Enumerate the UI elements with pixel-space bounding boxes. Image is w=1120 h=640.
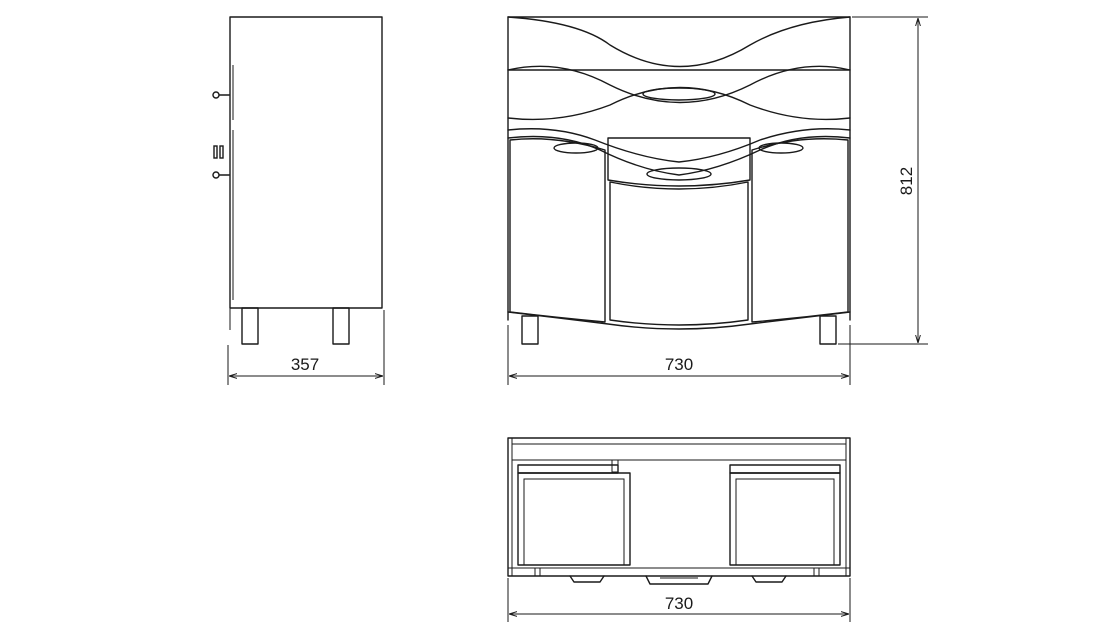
door-left [509,138,606,323]
front-leg-right [819,315,837,345]
top-handle-right [751,575,787,583]
dimension-front-height: 812 [838,16,928,345]
right-box-inner [735,478,835,566]
wave-top-1 [507,65,851,104]
top-outline [507,437,851,577]
dimension-front-width: 730 [507,325,851,385]
side-leg-front [241,307,259,345]
left-box-inner [523,478,625,566]
left-box-lid [517,464,619,474]
front-bottom-curve [507,311,851,330]
drawer-handle-center [646,167,712,181]
basin-curve [507,16,851,68]
side-depth-label: 357 [291,355,319,374]
drawer-handle-top [642,87,716,101]
right-box-outer [729,472,841,566]
door-right [751,138,849,323]
top-view [507,437,851,585]
door-handle-left [553,142,599,154]
center-bracket [611,459,619,473]
front-height-label: 812 [897,167,916,195]
top-handle-left [569,575,605,583]
right-box-lid [729,464,841,474]
side-handle-top [212,91,230,99]
wave-top-2 [507,128,851,163]
top-width-label: 730 [665,594,693,613]
wave-mid-2 [507,135,851,176]
side-leg-back [332,307,350,345]
front-leg-left [521,315,539,345]
left-box-outer [517,472,631,566]
side-body [229,16,383,309]
dimension-side-depth: 357 [227,310,385,385]
side-handle-low [212,171,230,179]
wave-bottom-1 [507,86,851,121]
top-handle-center [645,575,713,585]
door-center [609,181,749,326]
center-drawer [607,137,751,187]
side-view [212,16,383,345]
front-width-label: 730 [665,355,693,374]
dimension-top-width: 730 [507,578,851,622]
side-handle-mid [213,145,224,159]
front-view [507,16,851,345]
